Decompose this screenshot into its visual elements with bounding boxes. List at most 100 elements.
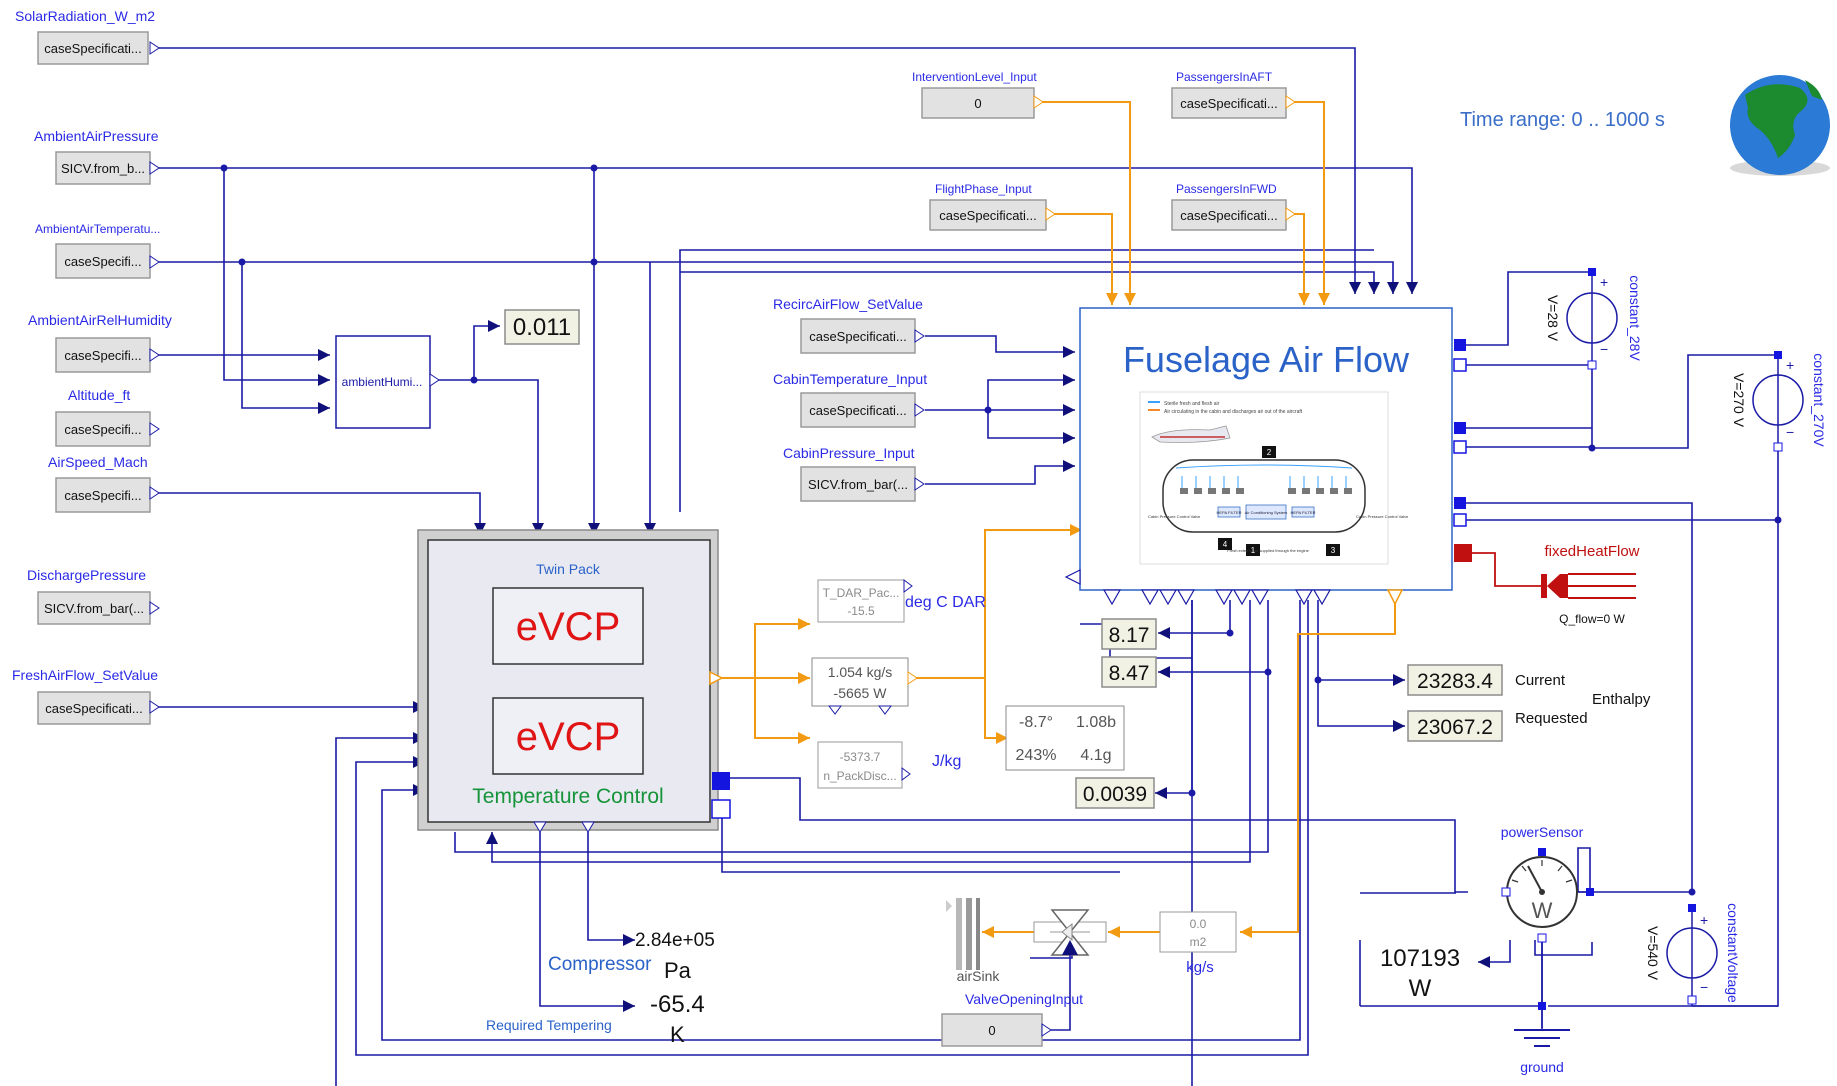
svg-text:Air Conditioning System: Air Conditioning System xyxy=(1245,510,1288,515)
input-pax-aft[interactable]: PassengersInAFT caseSpecificati... xyxy=(1171,70,1296,119)
power-display: 107193 W xyxy=(1380,945,1460,1002)
svg-text:ground: ground xyxy=(1520,1059,1564,1075)
svg-text:RecircAirFlow_SetValue: RecircAirFlow_SetValue xyxy=(773,296,923,312)
display-requested: 23067.2 xyxy=(1407,710,1503,742)
svg-text:Pa: Pa xyxy=(664,958,692,983)
voltage-source-540v[interactable]: + − V=540 V constantVoltage xyxy=(1645,903,1778,1007)
input-pax-fwd[interactable]: PassengersInFWD caseSpecificati... xyxy=(1171,182,1296,231)
svg-text:+: + xyxy=(1700,912,1708,928)
fuselage-block[interactable]: Fuselage Air Flow Sterile fresh and fles… xyxy=(1064,307,1472,606)
svg-text:-5373.7: -5373.7 xyxy=(840,750,881,764)
input-airspeed[interactable]: AirSpeed_Mach caseSpecifi... xyxy=(48,454,160,513)
input-cabin-temp[interactable]: CabinTemperature_Input caseSpecificati..… xyxy=(773,371,927,428)
label-current: Current xyxy=(1515,672,1566,689)
ambient-humidity-block[interactable]: ambientHumi... xyxy=(335,335,440,429)
svg-text:caseSpecifi...: caseSpecifi... xyxy=(64,422,141,437)
display-current: 23283.4 xyxy=(1407,664,1503,696)
voltage-source-28v[interactable]: + − V=28 V constant_28V xyxy=(1545,268,1643,370)
svg-text:eVCP: eVCP xyxy=(516,715,621,759)
evcp-1[interactable] xyxy=(492,587,644,665)
tempering-readout: -65.4 Required Tempering K xyxy=(486,991,705,1047)
svg-text:constantVoltage: constantVoltage xyxy=(1725,903,1741,1003)
svg-text:PassengersInAFT: PassengersInAFT xyxy=(1176,70,1273,84)
sensor-tdar: T_DAR_Pac... -15.5 deg C DAR xyxy=(817,579,986,623)
globe-icon xyxy=(1730,75,1830,176)
input-solar[interactable]: SolarRadiation_W_m2 caseSpecificati... xyxy=(15,8,160,65)
svg-text:1.054 kg/s: 1.054 kg/s xyxy=(828,664,893,680)
input-discharge-pressure[interactable]: DischargePressure SICV.from_bar(... xyxy=(27,567,160,625)
svg-text:PassengersInFWD: PassengersInFWD xyxy=(1176,182,1277,196)
svg-text:23283.4: 23283.4 xyxy=(1417,670,1493,693)
svg-text:eVCP: eVCP xyxy=(516,605,621,649)
svg-text:V=28 V: V=28 V xyxy=(1545,295,1561,342)
svg-text:caseSpecificati...: caseSpecificati... xyxy=(1180,208,1278,223)
svg-text:DischargePressure: DischargePressure xyxy=(27,567,146,583)
svg-text:-65.4: -65.4 xyxy=(650,991,705,1018)
svg-text:2.84e+05: 2.84e+05 xyxy=(635,930,715,951)
svg-text:ambientHumi...: ambientHumi... xyxy=(342,375,423,389)
svg-text:CabinTemperature_Input: CabinTemperature_Input xyxy=(773,371,927,387)
input-recirc[interactable]: RecircAirFlow_SetValue caseSpecificati..… xyxy=(773,296,925,354)
display-0039: 0.0039 xyxy=(1075,777,1155,809)
twin-pack-block[interactable]: Twin Pack eVCP eVCP Temperature Control xyxy=(417,529,731,833)
svg-text:0.0039: 0.0039 xyxy=(1083,783,1147,806)
humidity-display: 0.011 xyxy=(504,309,580,345)
svg-text:-15.5: -15.5 xyxy=(847,604,875,618)
svg-text:m2: m2 xyxy=(1190,935,1207,949)
svg-text:FlightPhase_Input: FlightPhase_Input xyxy=(935,182,1032,196)
svg-text:0: 0 xyxy=(974,96,981,111)
svg-text:2: 2 xyxy=(1267,448,1272,457)
svg-text:HEPA FILTER: HEPA FILTER xyxy=(1217,510,1242,515)
svg-text:FreshAirFlow_SetValue: FreshAirFlow_SetValue xyxy=(12,667,158,683)
svg-text:Sterile fresh and flesh air: Sterile fresh and flesh air xyxy=(1164,401,1220,407)
svg-text:K: K xyxy=(670,1022,685,1047)
svg-text:caseSpecificati...: caseSpecificati... xyxy=(809,403,907,418)
input-flight-phase[interactable]: FlightPhase_Input caseSpecificati... xyxy=(929,182,1056,231)
svg-text:AmbientAirPressure: AmbientAirPressure xyxy=(34,128,159,144)
sensor-enthalpy: -5373.7 n_PackDisc... J/kg xyxy=(817,741,961,789)
svg-text:Cabin Pressure Control Valve: Cabin Pressure Control Valve xyxy=(1148,514,1201,519)
svg-text:Compressor: Compressor xyxy=(548,954,652,975)
svg-text:CabinPressure_Input: CabinPressure_Input xyxy=(783,445,915,461)
input-cabin-pressure[interactable]: CabinPressure_Input SICV.from_bar(... xyxy=(783,445,925,502)
svg-text:−: − xyxy=(1700,979,1708,995)
evcp-2[interactable] xyxy=(492,697,644,775)
svg-text:243%: 243% xyxy=(1016,747,1057,764)
svg-text:4: 4 xyxy=(1223,540,1228,549)
input-ambient-humidity[interactable]: AmbientAirRelHumidity caseSpecifi... xyxy=(28,312,172,373)
voltage-source-270v[interactable]: + − V=270 V constant_270V xyxy=(1731,351,1827,452)
svg-text:Air circulating in the cabin a: Air circulating in the cabin and dischar… xyxy=(1164,409,1303,415)
svg-text:+: + xyxy=(1786,357,1794,373)
power-sensor[interactable]: powerSensor W xyxy=(1501,824,1594,943)
time-range: Time range: 0 .. 1000 s xyxy=(1460,109,1665,131)
svg-text:V=540 V: V=540 V xyxy=(1645,926,1661,981)
fixed-heat-flow[interactable]: fixedHeatFlow Q_flow=0 W xyxy=(1472,543,1640,626)
svg-text:caseSpecifi...: caseSpecifi... xyxy=(64,348,141,363)
svg-text:caseSpecificati...: caseSpecificati... xyxy=(45,701,143,716)
input-valve-opening[interactable]: ValveOpeningInput 0 xyxy=(941,940,1083,1047)
svg-text:constant_270V: constant_270V xyxy=(1811,353,1827,447)
input-ambient-pressure[interactable]: AmbientAirPressure SICV.from_b... xyxy=(34,128,160,185)
svg-text:-8.7°: -8.7° xyxy=(1019,714,1053,731)
label-enthalpy: Enthalpy xyxy=(1592,691,1651,708)
ground-symbol: ground xyxy=(1514,1002,1570,1075)
label-requested: Requested xyxy=(1515,710,1588,727)
svg-text:W: W xyxy=(1532,898,1553,923)
input-ambient-temperature[interactable]: AmbientAirTemperatu... caseSpecifi... xyxy=(35,222,160,279)
svg-text:airSink: airSink xyxy=(957,968,1001,984)
input-altitude[interactable]: Altitude_ft caseSpecifi... xyxy=(55,387,160,447)
svg-text:caseSpecificati...: caseSpecificati... xyxy=(44,41,142,56)
valve[interactable] xyxy=(1033,909,1107,956)
svg-text:caseSpecifi...: caseSpecifi... xyxy=(64,488,141,503)
mass-flow-sensor: 0.0 m2 kg/s xyxy=(1159,911,1237,976)
display-817: 8.17 xyxy=(1101,618,1157,650)
input-freshair[interactable]: FreshAirFlow_SetValue caseSpecificati... xyxy=(12,667,160,725)
compressor-readout: 2.84e+05 Compressor Pa xyxy=(548,930,715,983)
svg-text:HEPA FILTER: HEPA FILTER xyxy=(1291,510,1316,515)
input-intervention[interactable]: InterventionLevel_Input 0 xyxy=(912,70,1044,119)
svg-text:V=270 V: V=270 V xyxy=(1731,373,1747,428)
svg-text:AmbientAirRelHumidity: AmbientAirRelHumidity xyxy=(28,312,172,328)
svg-text:caseSpecificati...: caseSpecificati... xyxy=(1180,96,1278,111)
svg-text:Fresh external air supplied th: Fresh external air supplied through the … xyxy=(1227,548,1309,553)
svg-text:AmbientAirTemperatu...: AmbientAirTemperatu... xyxy=(35,222,160,236)
